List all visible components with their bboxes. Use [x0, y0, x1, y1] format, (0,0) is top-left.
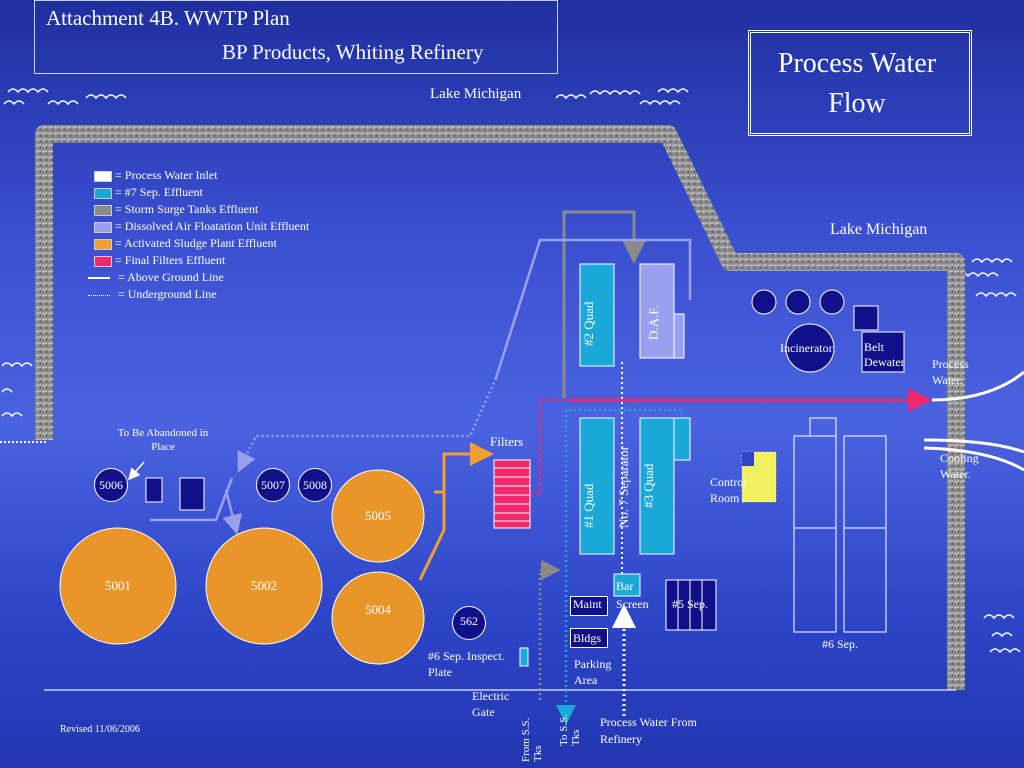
- sep5-label: #5 Sep.: [672, 597, 708, 611]
- wave-marks: [1, 88, 1021, 654]
- bar-screen-label-1: Bar: [616, 579, 634, 593]
- daf-unit: [639, 263, 675, 359]
- quad-3-annex: [673, 417, 691, 461]
- refinery-inlet-label: Process Water From Refinery: [600, 715, 697, 746]
- title-frame: [34, 0, 558, 74]
- tank-5005: [331, 469, 425, 563]
- legend-line-solid: [88, 277, 110, 280]
- legend-item: = Above Ground Line: [86, 270, 224, 285]
- legend-swatch: [94, 255, 112, 267]
- legend-swatch: [94, 204, 112, 216]
- incinerator-tank-2: [785, 289, 811, 315]
- tank-5002: [205, 527, 323, 645]
- parking-area-label: Parking Area: [574, 657, 612, 687]
- daf-annex: [673, 313, 685, 359]
- maint-building: [570, 596, 608, 616]
- from-ss-line: [538, 560, 561, 700]
- bldg-5006-a: [145, 477, 163, 503]
- legend-item: = Activated Sludge Plant Effluent: [86, 236, 277, 251]
- abandon-pointer: [128, 461, 145, 481]
- lake-label-top: Lake Michigan: [430, 86, 522, 102]
- maint-label: Maint: [573, 597, 602, 611]
- tank-562: 562: [452, 606, 486, 640]
- tank-5004-label: 5004: [365, 602, 391, 617]
- belt-dewater-label: Belt Dewater: [864, 340, 905, 369]
- tank-5001-label: 5001: [105, 578, 131, 593]
- tank-5001: [59, 527, 177, 645]
- sep5-block: [665, 579, 717, 631]
- quad-2-label: #2 Quad: [581, 301, 596, 346]
- tank-5007: 5007: [256, 468, 290, 502]
- legend-swatch: [94, 187, 112, 199]
- daf-branch-b: [222, 489, 243, 535]
- shore-wall: [35, 125, 965, 690]
- incinerator-tank-3: [819, 289, 845, 315]
- from-ss-label: From S.S. Tks: [520, 717, 544, 762]
- belt-dewater-unit: [853, 305, 879, 331]
- quad-3-label: #3 Quad: [641, 463, 656, 508]
- to-ss-label: To S.S. Tks: [558, 714, 582, 746]
- legend-item: = Process Water Inlet: [86, 168, 218, 183]
- quad-2: [579, 263, 615, 367]
- inspect-plate-label: #6 Sep. Inspect. Plate: [428, 649, 505, 679]
- bldg-5006-b: [179, 477, 205, 511]
- daf-underground-line: [237, 377, 498, 473]
- cooling-water-pipe-b: [923, 446, 1024, 472]
- bldgs-label: Bldgs: [573, 631, 602, 645]
- bar-screen: [613, 573, 641, 597]
- incinerator-label: Incinerator: [780, 341, 833, 355]
- tank-5004: [331, 571, 425, 665]
- sep6-label: #6 Sep.: [822, 637, 858, 651]
- process-water-pipe: [931, 370, 1024, 402]
- legend-swatch: [94, 170, 112, 182]
- legend-item: = #7 Sep. Effluent: [86, 185, 203, 200]
- daf-label: D.A.F.: [646, 305, 661, 340]
- badge-line-1: Process Water: [777, 48, 937, 79]
- sep6-outline: [793, 417, 887, 633]
- badge-title: Process Water Flow: [748, 44, 966, 124]
- belt-dewater-building: [861, 331, 905, 373]
- badge-line-2: Flow: [828, 88, 886, 119]
- legend-item: = Storm Surge Tanks Effluent: [86, 202, 258, 217]
- abandon-note: To Be Abandoned in Place: [117, 427, 209, 453]
- title-line-1: Attachment 4B. WWTP Plan: [46, 6, 290, 30]
- legend-swatch: [94, 238, 112, 250]
- legend-line-dotted: [88, 294, 110, 296]
- lake-label-right: Lake Michigan: [830, 221, 928, 238]
- incinerator-tank-1: [751, 289, 777, 315]
- quad-1-label: #1 Quad: [581, 483, 596, 528]
- storm-line: [562, 210, 646, 398]
- electric-gate-label: Electric Gate: [472, 689, 510, 719]
- legend-item: = Underground Line: [86, 287, 217, 302]
- filters-label: Filters: [490, 434, 524, 449]
- sep7-label: No. 7 Separator: [616, 446, 631, 528]
- tank-5002-label: 5002: [251, 578, 277, 593]
- process-water-label: Process Water.: [932, 357, 969, 387]
- legend-swatch: [94, 221, 112, 233]
- tank-5006: 5006: [94, 468, 128, 502]
- tank-5005-label: 5005: [365, 508, 391, 523]
- legend-item: = Dissolved Air Floatation Unit Effluent: [86, 219, 309, 234]
- daf-above-line: [494, 238, 692, 379]
- legend-item: = Final Filters Effluent: [86, 253, 225, 268]
- quad-3: [639, 417, 675, 555]
- tank-5008: 5008: [298, 468, 332, 502]
- cooling-water-label: Cooling Water.: [940, 451, 979, 481]
- title-line-2: BP Products, Whiting Refinery: [222, 40, 484, 64]
- badge-frame: [748, 30, 972, 136]
- revised-date: Revised 11/06/2006: [60, 724, 140, 735]
- filters-unit: [493, 459, 531, 529]
- control-room-block: [741, 451, 777, 503]
- inspect-plate: [519, 647, 529, 667]
- bar-screen-label-2: Screen: [616, 597, 649, 611]
- incinerator: [785, 323, 835, 373]
- control-room-label: Control Room: [710, 475, 747, 505]
- quad-1: [579, 417, 615, 555]
- cooling-water-pipe-a: [923, 438, 1024, 454]
- asp-line: [418, 442, 494, 581]
- bldgs-building: [570, 628, 608, 648]
